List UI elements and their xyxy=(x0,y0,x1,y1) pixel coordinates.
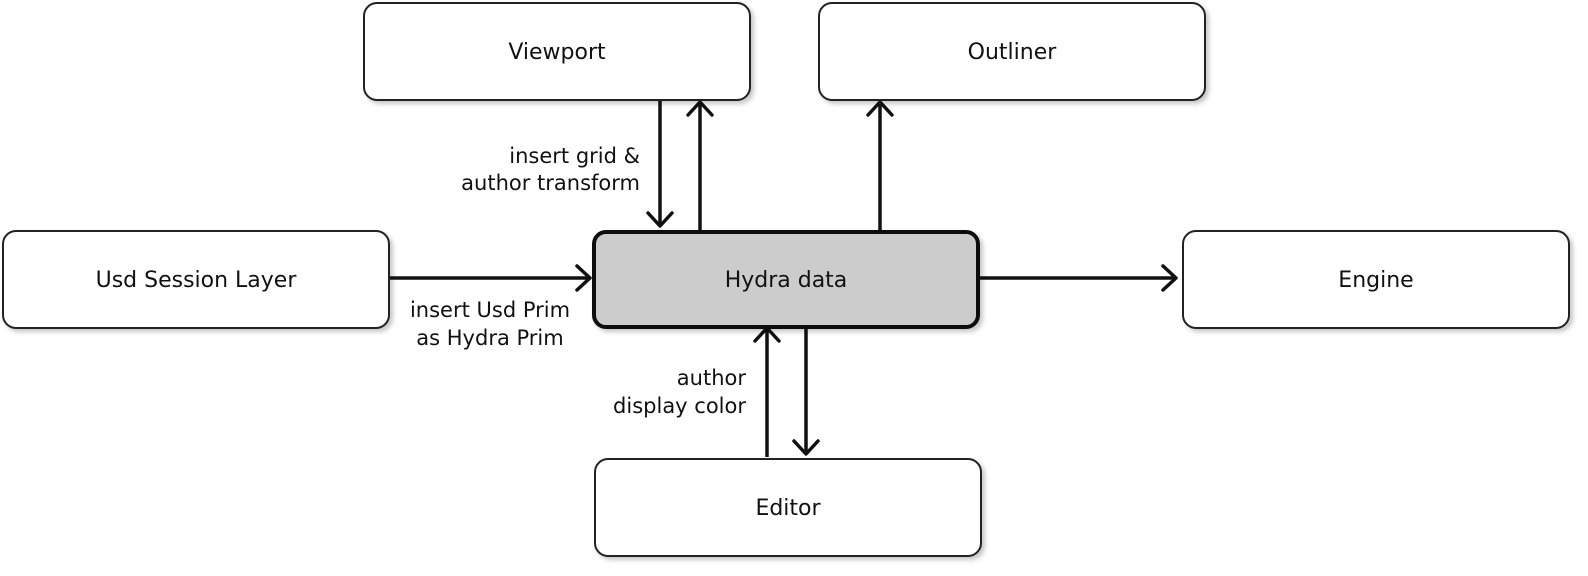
usd-session-layer-label: Usd Session Layer xyxy=(96,268,298,293)
edge-editor-to-hydra xyxy=(753,326,781,457)
session-edge-label-line-1: insert Usd Prim xyxy=(410,298,570,322)
edge-hydra-to-outliner xyxy=(866,100,894,230)
editor-edge-label: author display color xyxy=(613,366,746,418)
editor-label: Editor xyxy=(755,496,821,521)
edge-hydra-to-engine xyxy=(976,264,1178,292)
outliner-label: Outliner xyxy=(968,40,1058,65)
hydra-data-node[interactable]: Hydra data xyxy=(592,230,980,329)
edge-hydra-to-viewport xyxy=(686,100,714,230)
edge-session-to-hydra xyxy=(388,264,592,292)
viewport-edge-label-line-1: insert grid & xyxy=(509,144,640,168)
viewport-edge-label-line-2: author transform xyxy=(461,171,640,195)
session-edge-label: insert Usd Prim as Hydra Prim xyxy=(410,298,570,350)
editor-node[interactable]: Editor xyxy=(594,458,982,557)
edge-hydra-to-editor xyxy=(792,326,820,456)
editor-edge-label-line-1: author xyxy=(677,366,747,390)
engine-node[interactable]: Engine xyxy=(1182,230,1570,329)
editor-edge-label-line-2: display color xyxy=(613,394,746,418)
viewport-edge-label: insert grid & author transform xyxy=(461,144,640,195)
viewport-node[interactable]: Viewport xyxy=(363,2,751,101)
edge-viewport-to-hydra xyxy=(646,100,674,228)
viewport-label: Viewport xyxy=(508,40,606,65)
engine-label: Engine xyxy=(1338,268,1413,293)
outliner-node[interactable]: Outliner xyxy=(818,2,1206,101)
usd-session-layer-node[interactable]: Usd Session Layer xyxy=(2,230,390,329)
session-edge-label-line-2: as Hydra Prim xyxy=(416,326,563,350)
hydra-data-label: Hydra data xyxy=(725,268,848,293)
